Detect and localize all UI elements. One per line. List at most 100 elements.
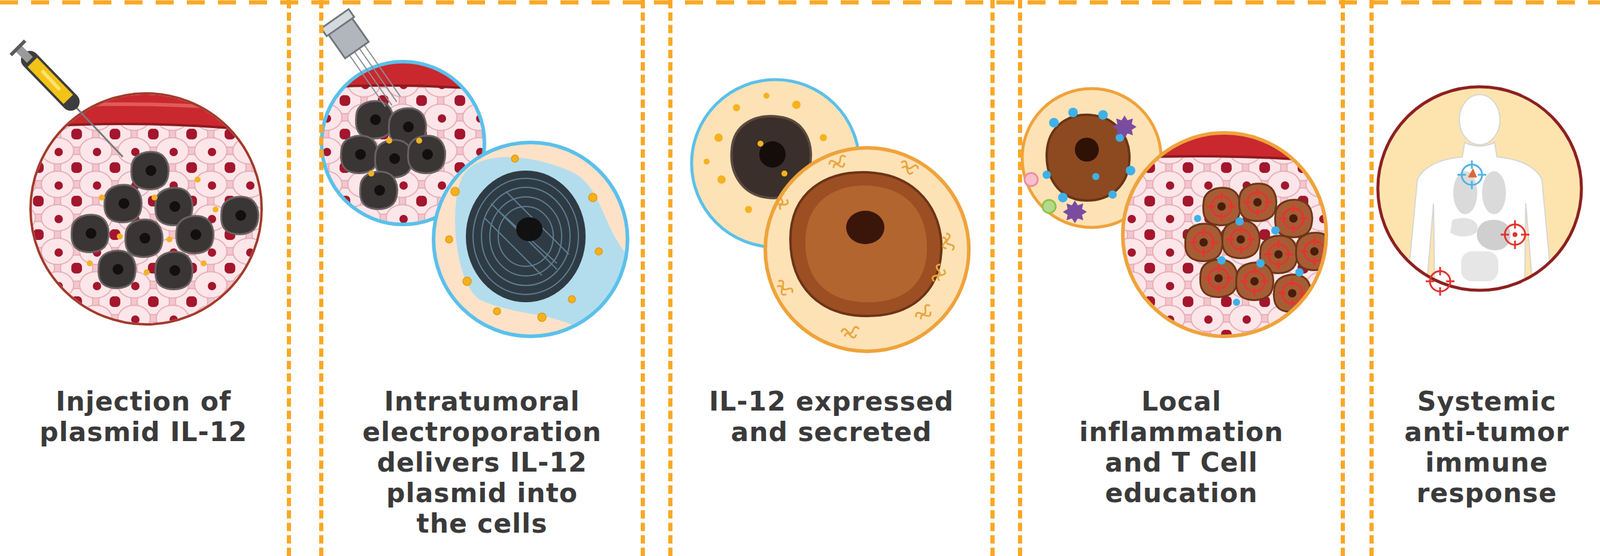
electroporation-illustration (588, 193, 598, 202)
electrode-icon (349, 43, 402, 109)
electrode-icon (349, 54, 386, 108)
il12-expression-illustration (898, 160, 920, 177)
inflammation-illustration (1042, 170, 1051, 180)
tumor-tissue-illustration (104, 185, 142, 223)
tumor-tissue-illustration (86, 176, 219, 276)
inflammation-illustration (1125, 165, 1136, 176)
tumor-tissue-illustration (176, 216, 214, 254)
electrode-icon (320, 8, 408, 114)
step-panel: Intratumoral electroporation delivers IL… (319, 0, 645, 556)
il12-expression-illustration (703, 158, 710, 165)
il12-expression-illustration (805, 185, 927, 303)
electroporation-illustration (445, 235, 453, 244)
step-caption: Injection of plasmid IL-12 (14, 386, 273, 448)
electroporation-illustration (359, 171, 398, 210)
electroporation-illustration (493, 307, 501, 315)
tumor-tissue-illustration (220, 197, 259, 235)
step-panel: Systemic anti-tumor immune response (1369, 0, 1600, 556)
electroporation-illustration (516, 217, 543, 242)
tumor-tissue-illustration (200, 260, 207, 267)
tumor-tissue-illustration (131, 152, 169, 190)
inflammation-illustration (1068, 107, 1078, 118)
il12-expression-illustration (759, 141, 786, 168)
systemic-response-illustration (1453, 171, 1478, 215)
electroporation-illustration (537, 313, 547, 322)
inflammation-illustration (1194, 214, 1304, 306)
inflammation-illustration (1074, 137, 1099, 162)
systemic-response-illustration (1457, 160, 1487, 190)
inflammation-illustration (1232, 298, 1241, 306)
electrode-icon (358, 47, 398, 102)
electrode-icon (363, 43, 400, 97)
inflammation-illustration (1200, 259, 1238, 298)
il12-expression-illustration (763, 92, 770, 99)
electroporation-illustration (485, 191, 569, 276)
step-caption: IL-12 expressed and secreted (691, 386, 973, 448)
electroporation-illustration (450, 187, 460, 196)
inflammation-illustration (1119, 130, 1333, 339)
tumor-tissue-illustration (23, 104, 270, 112)
il12-expression-illustration (765, 147, 969, 352)
systemic-response-illustration (1377, 86, 1582, 300)
il12-expression-illustration (846, 210, 885, 245)
inflammation-illustration (1119, 130, 1330, 162)
systemic-response-illustration (1461, 251, 1499, 282)
step-caption: Local inflammation and T Cell education (1052, 386, 1311, 509)
inflammation-illustration (1185, 223, 1223, 262)
il12-expression-illustration (757, 140, 764, 147)
il12-expression-illustration (840, 326, 860, 340)
electroporation-illustration (386, 137, 393, 144)
inflammation-illustration (1022, 88, 1333, 339)
inflammation-illustration (1119, 156, 1330, 162)
step-caption: Intratumoral electroporation delivers IL… (361, 386, 604, 539)
il12-expression-illustration (714, 133, 723, 142)
inflammation-illustration (1098, 110, 1108, 120)
syringe-icon (17, 47, 30, 60)
inflammation-illustration (1274, 200, 1312, 238)
inflammation-illustration (1042, 200, 1056, 214)
inflammation-illustration (1194, 214, 1202, 223)
inflammation-illustration (1273, 274, 1311, 313)
inflammation-illustration (1119, 131, 1330, 339)
inflammation-illustration (1108, 190, 1117, 199)
systemic-response-illustration (1468, 168, 1477, 178)
tumor-tissue-illustration (151, 194, 158, 201)
tumor-tissue-illustration (23, 89, 270, 330)
inflammation-illustration (1271, 226, 1280, 235)
il12-expression-illustration (691, 79, 969, 352)
electroporation-illustration (465, 170, 586, 303)
tumor-tissue-illustration (98, 194, 105, 201)
systemic-response-illustration (1425, 160, 1530, 296)
inflammation-illustration (1222, 220, 1260, 259)
electroporation-illustration (511, 155, 519, 163)
il12-expression-illustration (732, 104, 741, 112)
electroporation-illustration (416, 137, 423, 144)
step-caption: Systemic anti-tumor immune response (1391, 386, 1583, 509)
electroporation-illustration (473, 178, 579, 295)
electroporation-illustration (473, 178, 579, 295)
systemic-response-illustration (1500, 220, 1530, 250)
syringe-icon (29, 59, 71, 102)
electroporation-illustration (431, 140, 635, 342)
electroporation-illustration (481, 187, 571, 286)
electroporation-illustration (355, 101, 393, 139)
electroporation-illustration (568, 295, 576, 303)
il12-expression-illustration (792, 100, 801, 109)
inflammation-illustration (1217, 256, 1226, 265)
il12-expression-illustration (744, 205, 753, 214)
tumor-tissue-illustration (10, 40, 270, 330)
inflammation-illustration (1112, 115, 1137, 139)
inflammation-illustration (1062, 200, 1087, 224)
electroporation-illustration (595, 247, 603, 256)
tumor-tissue-illustration (143, 269, 150, 276)
electrode-icon (320, 8, 354, 36)
tumor-tissue-illustration (212, 206, 219, 213)
tumor-tissue-illustration (23, 89, 270, 330)
inflammation-illustration (1238, 183, 1277, 222)
syringe-icon (32, 62, 69, 100)
inflammation-illustration (1058, 192, 1068, 203)
tumor-tissue-illustration (116, 233, 123, 240)
dashed-top-border (0, 0, 1600, 5)
tumor-tissue-illustration (71, 214, 109, 253)
